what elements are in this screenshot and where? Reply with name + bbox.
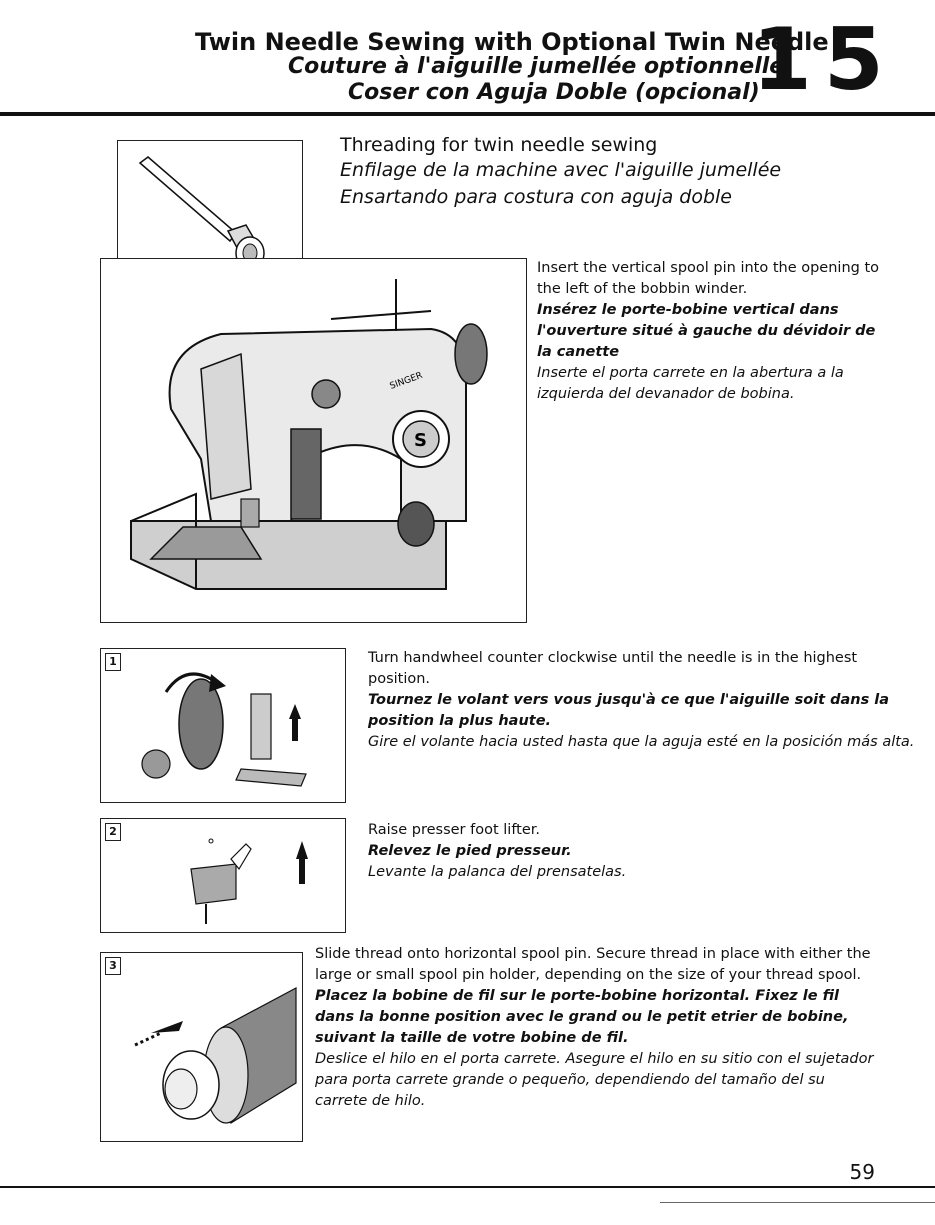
step-2-english: Raise presser foot lifter. <box>368 822 541 838</box>
title-french: Couture à l'aiguille jumellée optionnell… <box>288 54 785 79</box>
step-1-english: Turn handwheel counter clockwise until t… <box>368 650 858 687</box>
step-1-text: Turn handwheel counter clockwise until t… <box>368 648 923 753</box>
sewing-machine-icon: S SINGER <box>130 279 488 590</box>
step-2-text: Raise presser foot lifter. Relevez le pi… <box>368 820 923 883</box>
footer-rule <box>0 1186 935 1188</box>
sewing-machine-figure: S SINGER <box>100 258 527 623</box>
svg-text:S: S <box>414 430 427 451</box>
handwheel-icon <box>141 672 307 787</box>
chapter-number: 15 <box>752 10 896 110</box>
intro-french: Insérez le porte-bobine vertical dans l'… <box>537 302 876 360</box>
title-spanish: Coser con Aguja Doble (opcional) <box>348 80 760 105</box>
step-1-figure: 1 <box>100 648 346 803</box>
step-3-text: Slide thread onto horizontal spool pin. … <box>315 944 875 1112</box>
footer-rule-secondary <box>660 1202 935 1203</box>
thread-spool-icon <box>134 987 297 1125</box>
step-3-figure: 3 <box>100 952 303 1142</box>
step-1-spanish: Gire el volante hacia usted hasta que la… <box>368 734 915 750</box>
intro-english: Insert the vertical spool pin into the o… <box>537 260 880 297</box>
presser-foot-lifter-icon <box>190 838 308 924</box>
step-1-french: Tournez le volant vers vous jusqu'à ce q… <box>368 692 890 729</box>
subtitle-english: Threading for twin needle sewing <box>340 134 658 156</box>
page-number: 59 <box>849 1160 875 1184</box>
step-3-english: Slide thread onto horizontal spool pin. … <box>315 946 871 983</box>
step-2-figure: 2 <box>100 818 346 933</box>
step-3-number: 3 <box>105 957 121 975</box>
intro-spanish: Inserte el porta carrete en la abertura … <box>537 365 844 402</box>
step-2-french: Relevez le pied presseur. <box>368 843 572 859</box>
intro-text: Insert the vertical spool pin into the o… <box>537 258 882 405</box>
step-3-french: Placez la bobine de fil sur le porte-bob… <box>315 988 849 1046</box>
title-english: Twin Needle Sewing with Optional Twin Ne… <box>195 28 829 56</box>
step-3-spanish: Deslice el hilo en el porta carrete. Ase… <box>315 1051 874 1109</box>
step-2-spanish: Levante la palanca del prensatelas. <box>368 864 627 880</box>
subtitle-spanish: Ensartando para costura con aguja doble <box>340 186 732 208</box>
subtitle-french: Enfilage de la machine avec l'aiguille j… <box>340 159 782 181</box>
header-rule <box>0 112 935 116</box>
step-1-number: 1 <box>105 653 121 671</box>
step-2-number: 2 <box>105 823 121 841</box>
